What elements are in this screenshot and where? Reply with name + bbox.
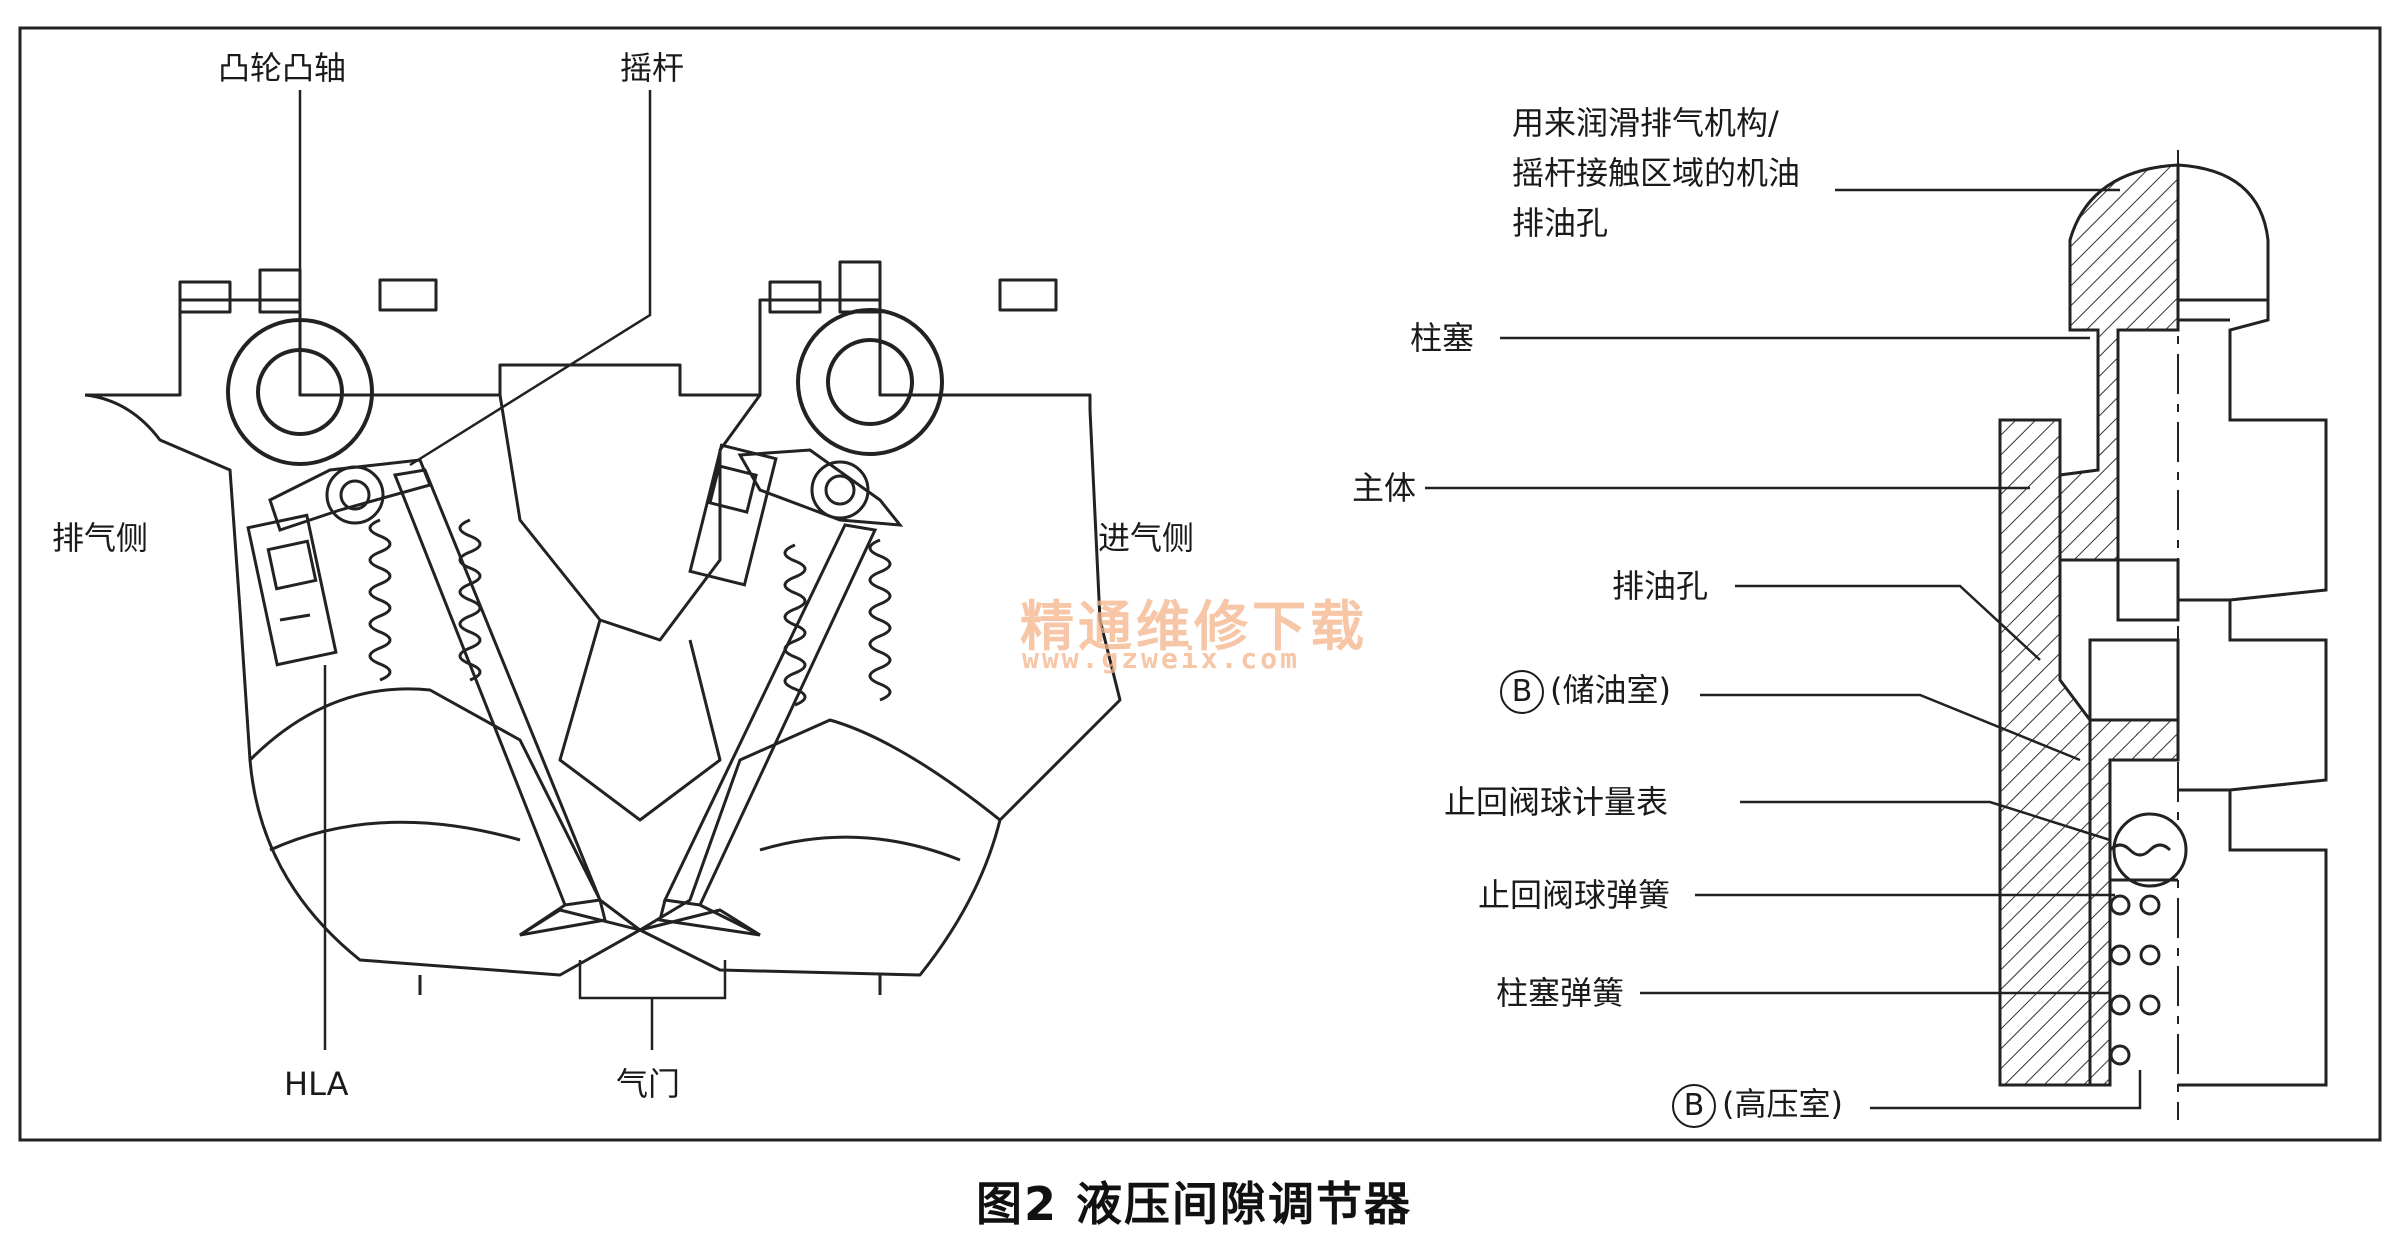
label-intake-side: 进气侧 [1098, 519, 1195, 557]
label-hla: HLA [284, 1065, 349, 1103]
hla-detail [1998, 150, 2328, 1120]
watermark-url: www.gzweix.com [1022, 642, 1301, 675]
label-exhaust-side: 排气侧 [52, 519, 149, 557]
valve-left [392, 468, 607, 937]
label-check-ball-spring: 止回阀球弹簧 [1478, 876, 1671, 914]
label-high-pressure: B(高压室) [1672, 1084, 1843, 1128]
valve-right [658, 523, 878, 937]
leader-lines-left [298, 90, 727, 1050]
label-plunger-spring: 柱塞弹簧 [1496, 974, 1625, 1012]
rocker-right [737, 448, 904, 527]
label-oil-hole-line1: 用来润滑排气机构/ [1512, 104, 1779, 142]
valve-spring-right [783, 538, 892, 707]
figure-caption: 图2 液压间隙调节器 [975, 1177, 1413, 1231]
label-rocker: 摇杆 [620, 49, 685, 87]
valve-spring-left [368, 518, 482, 682]
hla-left [246, 513, 338, 667]
label-valve: 气门 [616, 1065, 681, 1103]
label-camshaft: 凸轮凸轴 [218, 49, 347, 87]
label-plunger: 柱塞 [1410, 319, 1475, 357]
watermark-text: 精通维修下载 [1020, 595, 1368, 658]
leader-lines-right [1425, 188, 2142, 1110]
b-symbol-2: B [1672, 1084, 1716, 1128]
cylinder-head-section [84, 260, 1122, 995]
figure-frame [18, 26, 2382, 1142]
label-drain-hole: 排油孔 [1612, 567, 1709, 605]
label-high-pressure-text: (高压室) [1722, 1085, 1843, 1123]
label-body: 主体 [1352, 469, 1417, 507]
label-reservoir-text: (储油室) [1550, 671, 1671, 709]
label-check-ball-meter: 止回阀球计量表 [1444, 783, 1669, 821]
label-oil-hole-line3: 排油孔 [1512, 204, 1609, 242]
label-reservoir: B(储油室) [1500, 670, 1671, 714]
hla-right [688, 443, 778, 587]
camshaft-right [796, 308, 944, 456]
label-oil-hole-line2: 摇杆接触区域的机油 [1512, 154, 1801, 192]
b-symbol: B [1500, 670, 1544, 714]
